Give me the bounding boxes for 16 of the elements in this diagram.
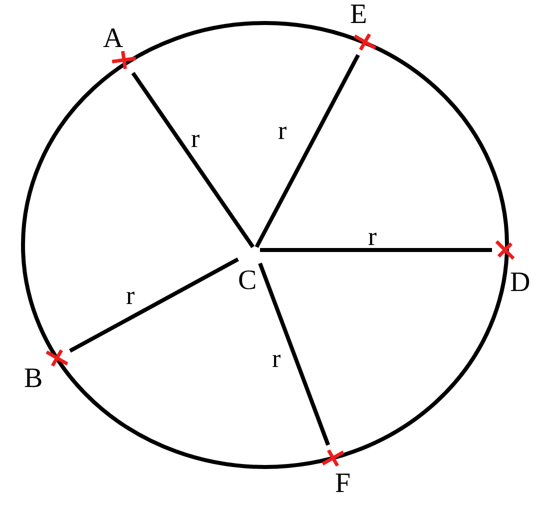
point-label: D xyxy=(510,268,530,298)
edge-label: r xyxy=(368,224,377,250)
radius-line xyxy=(131,72,255,248)
point-label: B xyxy=(24,364,43,394)
edge-label: r xyxy=(126,283,135,309)
edge-label: r xyxy=(272,346,281,372)
point-label: C xyxy=(238,266,257,296)
radius-line xyxy=(258,262,330,446)
edge-label: r xyxy=(278,118,287,144)
point-label: E xyxy=(350,0,368,30)
point-label: F xyxy=(335,469,351,499)
radius-line xyxy=(69,258,239,353)
radius-line xyxy=(254,54,360,248)
radius-line xyxy=(260,248,492,252)
edge-label: r xyxy=(191,126,200,152)
point-label: A xyxy=(103,24,124,54)
